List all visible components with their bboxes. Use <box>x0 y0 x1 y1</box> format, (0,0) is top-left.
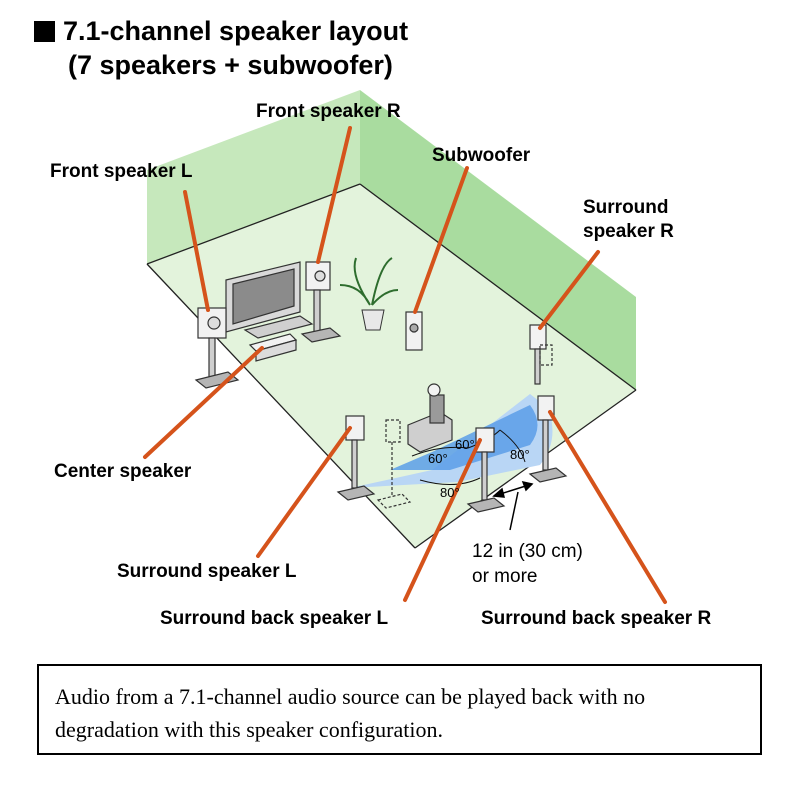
angle-label-3: 80° <box>440 485 460 500</box>
front-speaker-l-shape <box>194 307 240 389</box>
listener-chair <box>407 383 453 453</box>
surround-speaker-l-shape <box>336 415 412 509</box>
title-line-2: (7 speakers + subwoofer) <box>68 50 393 80</box>
info-note-box: Audio from a 7.1-channel audio source ca… <box>37 664 762 755</box>
leader-surround-back-r <box>548 410 667 604</box>
room-wall-left <box>147 90 360 264</box>
leader-surround-back-l <box>403 438 482 602</box>
room-wall-right <box>360 90 636 390</box>
listening-zone-inner <box>390 405 538 470</box>
title-line-1: 7.1-channel speaker layout <box>63 16 409 46</box>
label-surround-back-speaker-r: Surround back speaker R <box>481 608 712 629</box>
leader-center <box>143 346 264 459</box>
surround-back-speaker-l-shape <box>466 427 506 513</box>
label-subwoofer: Subwoofer <box>432 145 531 166</box>
distance-arrow <box>492 480 534 531</box>
leader-front-r <box>316 126 352 264</box>
plant <box>339 257 399 331</box>
angle-label-1: 60° <box>428 451 448 466</box>
front-speaker-r-shape <box>300 261 342 343</box>
listening-zone-outer <box>350 394 553 488</box>
label-front-speaker-l: Front speaker L <box>50 161 193 182</box>
label-front-speaker-r: Front speaker R <box>256 101 401 122</box>
info-note-text: Audio from a 7.1-channel audio source ca… <box>55 684 646 742</box>
leader-subwoofer <box>413 166 469 314</box>
page-title: 7.1-channel speaker layout (7 speakers +… <box>34 14 408 82</box>
bullet-square-icon <box>34 21 55 42</box>
leader-surround-l <box>256 426 352 558</box>
subwoofer-shape <box>405 311 423 351</box>
label-surround-speaker-r-line1: Surround <box>583 197 669 218</box>
surround-speaker-r-shape <box>529 324 553 385</box>
label-surround-back-speaker-l: Surround back speaker L <box>160 608 389 629</box>
label-surround-speaker-r-line2: speaker R <box>583 221 674 242</box>
angle-label-2: 60° <box>455 437 475 452</box>
label-center-speaker: Center speaker <box>54 461 192 482</box>
leader-lines <box>143 126 667 604</box>
angle-label-4: 80° <box>510 447 530 462</box>
distance-label-line2: or more <box>472 566 538 587</box>
leader-front-l <box>183 190 210 312</box>
label-surround-speaker-l: Surround speaker L <box>117 561 297 582</box>
distance-label-line1: 12 in (30 cm) <box>472 541 583 562</box>
leader-surround-r <box>538 250 600 330</box>
room-edges <box>146 183 637 549</box>
